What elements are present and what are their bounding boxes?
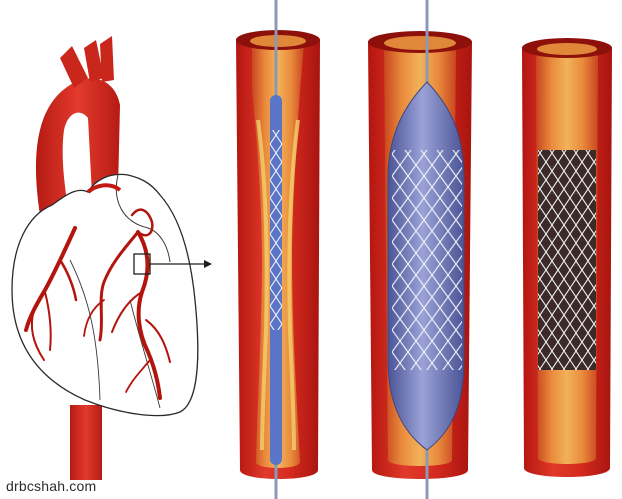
vessel-panel-stent — [522, 38, 612, 477]
aortic-branch-right — [100, 36, 114, 82]
pointer-arrow-head — [204, 260, 212, 268]
crimped-stent — [270, 130, 282, 330]
vessel-opening-inner — [384, 36, 456, 50]
vessel-opening-inner — [537, 43, 597, 55]
vessel-panel-catheter — [236, 0, 320, 499]
expanded-stent — [392, 150, 462, 370]
deployed-stent — [538, 150, 596, 370]
heart-diagram — [12, 36, 212, 480]
vessel-opening-inner — [250, 35, 306, 47]
vessel-panel-balloon — [368, 0, 472, 499]
watermark-text: drbcshah.com — [6, 478, 96, 494]
descending-aorta — [70, 405, 102, 480]
